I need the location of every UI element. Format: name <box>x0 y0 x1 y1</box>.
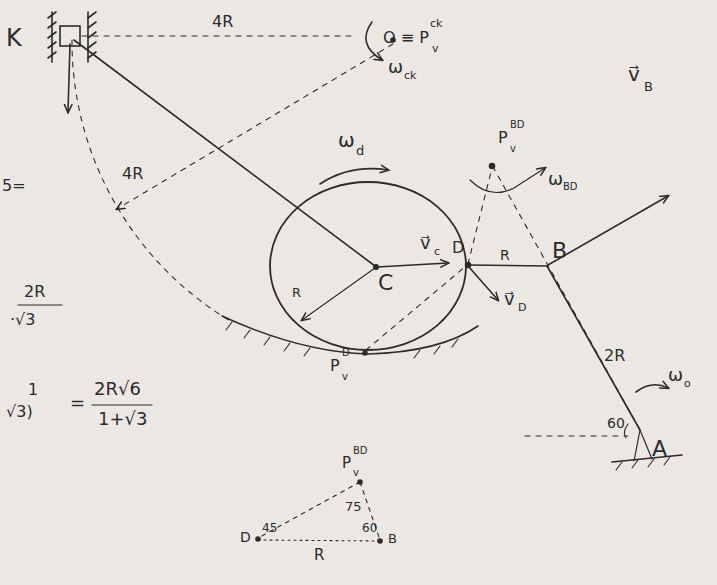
annotation-label: D <box>518 302 526 313</box>
annotation-label: 1 <box>28 382 38 398</box>
annotation-label: 60 <box>607 416 625 430</box>
annotation-label: BD <box>510 120 525 130</box>
annotation-label: 4R <box>122 166 143 182</box>
annotation-label: ω <box>548 170 563 188</box>
radius-label: R <box>292 286 301 299</box>
annotation-label: B <box>552 240 567 262</box>
annotation-label: v <box>510 144 516 154</box>
annotation-label: o <box>684 378 691 389</box>
point-label: C <box>378 272 393 294</box>
annotation-label: 2R√6 <box>94 380 141 398</box>
annotation-label: c <box>434 246 440 257</box>
annotation-label: v <box>353 468 359 478</box>
annotation-label: P <box>330 358 340 374</box>
disk-circle: CR <box>268 180 468 352</box>
annotation-label: BD <box>353 446 368 456</box>
annotation-label: v⃗ <box>420 234 431 252</box>
annotation-label: 1+√3 <box>98 410 147 428</box>
annotation-label: √3) <box>6 404 33 420</box>
annotation-label: v <box>432 43 439 54</box>
annotation-label: ω <box>388 58 403 76</box>
annotation-label: 75 <box>345 500 362 513</box>
annotation-label: 60 <box>362 522 377 534</box>
annotation-label: O ≡ P <box>383 30 429 46</box>
annotation-label: 2R <box>604 348 625 364</box>
disk-outline <box>268 180 468 352</box>
annotation-label: D <box>342 348 350 358</box>
annotation-label: R <box>500 248 510 262</box>
annotation-label: ·√3 <box>10 312 35 328</box>
annotation-label: 45 <box>262 522 277 534</box>
annotation-label: P <box>498 130 508 146</box>
annotation-label: ck <box>404 70 416 81</box>
annotation-label: v⃗ <box>628 64 640 84</box>
annotation-label: 2R <box>24 284 45 300</box>
annotation-label: D <box>452 240 464 256</box>
annotation-label: K <box>6 26 22 50</box>
annotation-label: ω <box>338 130 355 150</box>
annotation-label: 5= <box>2 178 26 194</box>
annotation-label: P <box>342 456 351 471</box>
annotation-label: BD <box>563 182 578 192</box>
annotation-label: B <box>644 80 653 93</box>
annotation-label: 4R <box>212 14 233 30</box>
annotation-label: ck <box>430 18 442 29</box>
annotation-label: d <box>356 144 364 157</box>
annotation-label: = <box>70 394 85 412</box>
annotation-label: A <box>652 438 667 460</box>
annotation-label: v⃗ <box>504 290 515 308</box>
annotation-label: R <box>314 548 324 563</box>
annotation-label: B <box>388 532 397 545</box>
annotation-label: ω <box>668 366 683 384</box>
annotation-label: D <box>240 530 251 544</box>
annotation-label: v <box>342 372 348 382</box>
